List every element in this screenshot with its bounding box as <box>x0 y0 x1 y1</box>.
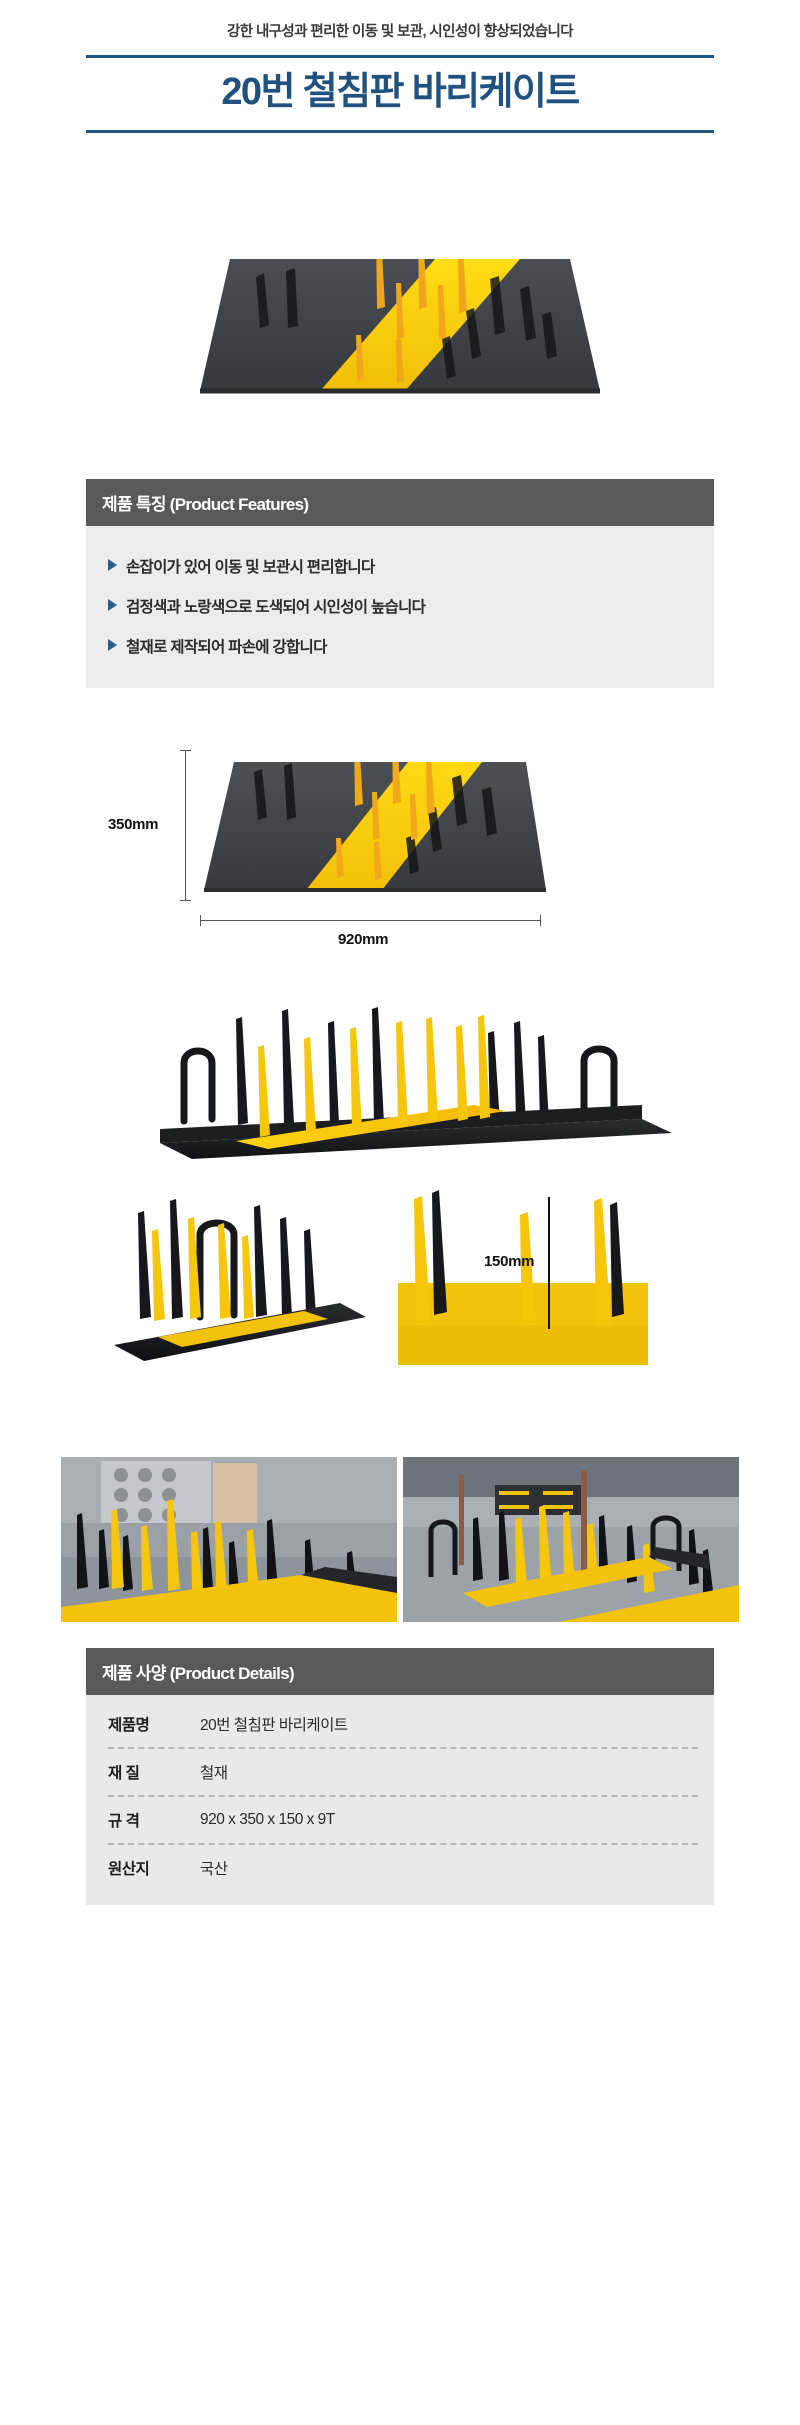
feature-item: 철재로 제작되어 파손에 강합니다 <box>86 626 714 666</box>
field-photo-right <box>403 1457 739 1623</box>
row-divider <box>108 1843 698 1846</box>
details-table: 제품명 20번 철침판 바리케이트 재 질 철재 규 격 920 x 350 x… <box>86 1695 714 1906</box>
dimension-diagram: 350mm <box>0 728 800 993</box>
row-divider <box>108 1747 698 1750</box>
features-heading: 제품 특징 (Product Features) <box>86 479 714 527</box>
product-views: 150mm <box>0 993 800 1423</box>
row-divider <box>108 1795 698 1798</box>
header-subtitle: 강한 내구성과 편리한 이동 및 보관, 시인성이 향상되었습니다 <box>227 24 574 40</box>
barricade-front-render <box>200 259 600 394</box>
features-list: 손잡이가 있어 이동 및 보관시 편리합니다 검정색과 노랑색으로 도색되어 시… <box>86 526 714 689</box>
feature-item: 손잡이가 있어 이동 및 보관시 편리합니다 <box>86 546 714 586</box>
feature-text: 철재로 제작되어 파손에 강합니다 <box>126 639 327 657</box>
width-measure-cap-left <box>200 915 201 927</box>
width-measure-line <box>200 920 540 922</box>
page-title: 20번 철침판 바리케이트 <box>221 71 580 114</box>
spike-closeup-view: 150mm <box>398 1175 648 1366</box>
table-row: 규 격 920 x 350 x 150 x 9T <box>86 1797 714 1843</box>
triangle-bullet-icon <box>108 559 117 572</box>
feature-text: 손잡이가 있어 이동 및 보관시 편리합니다 <box>126 559 375 577</box>
product-details-section: 제품 사양 (Product Details) 제품명 20번 철침판 바리케이… <box>86 1648 714 1906</box>
height-dimension-label: 350mm <box>108 816 159 834</box>
height-measure-cap-top <box>180 750 191 752</box>
height-measure-line <box>185 750 186 901</box>
field-photo-left <box>61 1457 397 1623</box>
header-rule-bottom <box>86 130 714 134</box>
header-rule-top <box>86 55 714 59</box>
barricade-side-view <box>86 993 716 1163</box>
triangle-bullet-icon <box>108 639 117 652</box>
spec-value: 철재 <box>200 1765 228 1783</box>
spec-key: 규 격 <box>108 1813 140 1831</box>
feature-item: 검정색과 노랑색으로 도색되어 시인성이 높습니다 <box>86 586 714 626</box>
table-row: 재 질 철재 <box>86 1749 714 1795</box>
spike-dimension-label: 150mm <box>484 1253 535 1271</box>
barricade-dimension-render <box>196 738 586 918</box>
page-header: 강한 내구성과 편리한 이동 및 보관, 시인성이 향상되었습니다 20번 철침… <box>0 0 800 134</box>
spec-value: 20번 철침판 바리케이트 <box>200 1717 348 1735</box>
table-row: 제품명 20번 철침판 바리케이트 <box>86 1701 714 1747</box>
height-measure-cap-bottom <box>180 900 191 902</box>
barricade-angle-view <box>104 1175 374 1365</box>
width-dimension-label: 920mm <box>338 931 389 949</box>
hero-product-image <box>0 179 800 479</box>
spec-value: 920 x 350 x 150 x 9T <box>200 1811 335 1829</box>
product-detail-page: 강한 내구성과 편리한 이동 및 보관, 시인성이 향상되었습니다 20번 철침… <box>0 0 800 1906</box>
product-features-section: 제품 특징 (Product Features) 손잡이가 있어 이동 및 보관… <box>86 479 714 689</box>
spec-value: 국산 <box>200 1861 228 1879</box>
spec-key: 원산지 <box>108 1861 150 1879</box>
spec-key: 제품명 <box>108 1717 150 1735</box>
feature-text: 검정색과 노랑색으로 도색되어 시인성이 높습니다 <box>126 599 426 617</box>
spike-measure-line <box>548 1197 550 1330</box>
spec-key: 재 질 <box>108 1765 140 1783</box>
width-measure-cap-right <box>540 915 541 927</box>
triangle-bullet-icon <box>108 599 117 612</box>
field-photo-gallery <box>61 1457 739 1623</box>
details-heading: 제품 사양 (Product Details) <box>86 1648 714 1696</box>
table-row: 원산지 국산 <box>86 1845 714 1891</box>
